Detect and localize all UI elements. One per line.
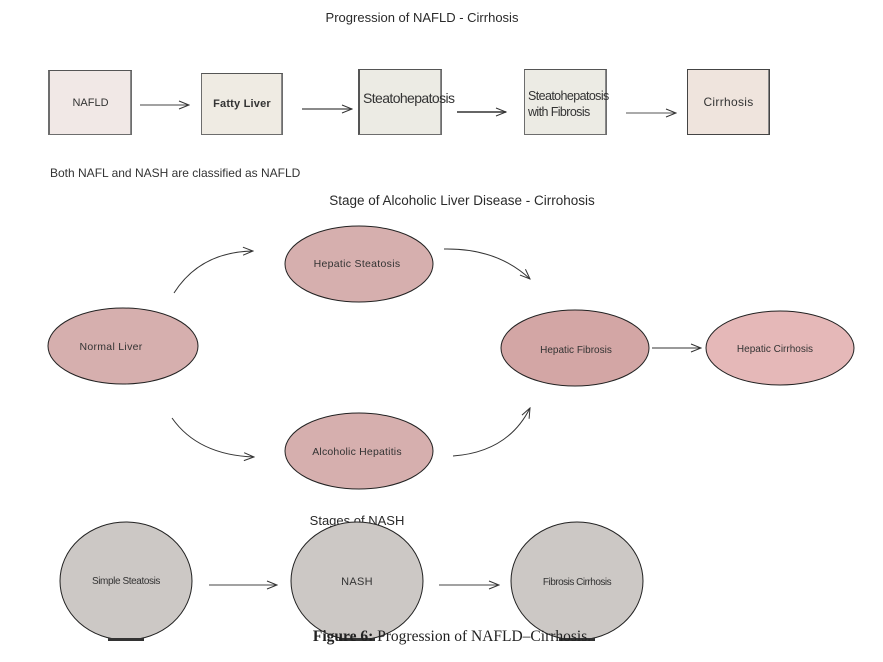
- ellipse-shadow: [559, 638, 595, 641]
- label-normal-liver: Normal Liver: [79, 341, 142, 353]
- label-hepatic-steatosis: Hepatic Steatosis: [314, 258, 401, 270]
- node-fibrosis-cirrhosis: Fibrosis Cirrhosis: [510, 521, 644, 641]
- box-fatty-liver: Fatty Liver: [201, 73, 283, 135]
- box-cirrhosis: Cirrhosis: [687, 69, 770, 135]
- arrow-normal-to-hepatitis: [171, 417, 254, 457]
- ellipse-hepatic-cirrhosis: [705, 310, 855, 386]
- node-nash: NASH: [290, 521, 424, 641]
- node-hepatic-fibrosis: Hepatic Fibrosis: [500, 309, 650, 387]
- label-alcoholic-hepatitis: Alcoholic Hepatitis: [312, 446, 402, 458]
- ellipse-shadow: [339, 638, 375, 641]
- label-hepatic-fibrosis: Hepatic Fibrosis: [540, 345, 612, 356]
- node-simple-steatosis: Simple Steatosis: [59, 521, 193, 641]
- node-hepatic-steatosis: Hepatic Steatosis: [284, 225, 434, 303]
- arrow-steatosis-to-fibrosis: [443, 248, 530, 279]
- box-steatohepatosis-with-fibrosis-line2: with Fibrosis: [528, 105, 590, 119]
- box-steatohepatosis-with-fibrosis: Steatohepatosis with Fibrosis: [524, 69, 609, 135]
- nash-section-title: Stages of NASH: [309, 513, 405, 528]
- label-nash: NASH: [341, 576, 373, 588]
- box-steatohepatosis-label: Steatohepatosis: [363, 90, 455, 106]
- label-simple-steatosis: Simple Steatosis: [92, 576, 160, 587]
- node-hepatic-cirrhosis: Hepatic Cirrhosis: [705, 310, 855, 386]
- nafld-classification-note: Both NAFL and NASH are classified as NAF…: [50, 166, 301, 180]
- node-alcoholic-hepatitis: Alcoholic Hepatitis: [284, 412, 434, 490]
- ellipse-shadow: [108, 638, 144, 641]
- ellipse-hepatic-fibrosis: [500, 309, 650, 387]
- ellipse-normal-liver: [47, 307, 199, 385]
- ellipse-alcoholic-hepatitis: [284, 412, 434, 490]
- arrow-normal-to-steatosis: [173, 251, 253, 294]
- ald-section-title: Stage of Alcoholic Liver Disease - Cirro…: [329, 193, 595, 208]
- node-normal-liver: Normal Liver: [47, 307, 199, 385]
- box-steatohepatosis: Steatohepatosis: [358, 69, 455, 135]
- label-fibrosis-cirrhosis: Fibrosis Cirrhosis: [543, 577, 612, 588]
- figure-caption: Figure 6: Progression of NAFLD–Cirrhosis…: [313, 628, 591, 646]
- box-nafld: NAFLD: [48, 70, 132, 135]
- box-cirrhosis-label: Cirrhosis: [703, 95, 754, 109]
- figure-caption-text: Progression of NAFLD–Cirrhosis.: [373, 628, 592, 645]
- arrow-hepatitis-to-fibrosis: [452, 408, 530, 457]
- box-fatty-liver-label: Fatty Liver: [213, 98, 271, 110]
- box-nafld-label: NAFLD: [72, 96, 109, 109]
- box-steatohepatosis-with-fibrosis-line1: Steatohepatosis: [528, 89, 609, 103]
- label-hepatic-cirrhosis: Hepatic Cirrhosis: [737, 344, 813, 355]
- ellipse-hepatic-steatosis: [284, 225, 434, 303]
- figure-caption-prefix: Figure 6:: [312, 628, 374, 645]
- nafld-section-title: Progression of NAFLD - Cirrhosis: [325, 10, 519, 25]
